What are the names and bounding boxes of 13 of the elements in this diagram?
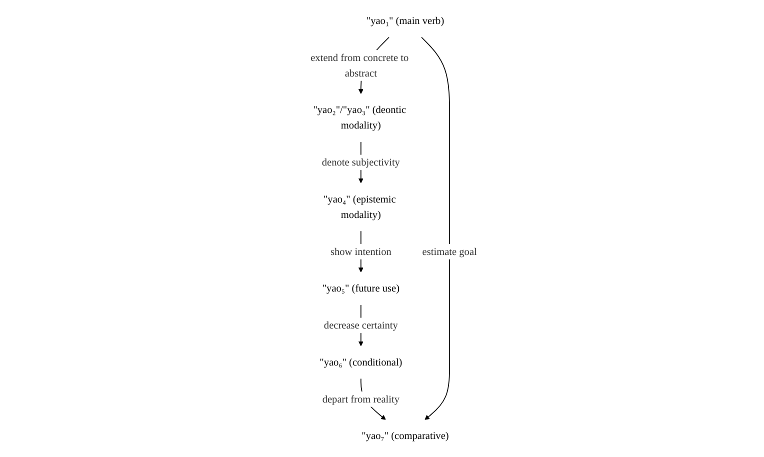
edge-label: depart from reality — [322, 393, 400, 405]
edge-label: estimate goal — [422, 246, 478, 258]
node-text: "yao₂"/"yao₃" (deontic modality) — [313, 104, 406, 131]
node-text: "yao₁" (main verb) — [366, 14, 444, 26]
node-text: "yao₅" (future use) — [322, 282, 400, 294]
edge-label: extend from concrete to abstract — [310, 52, 409, 79]
edge-label: denote subjectivity — [322, 156, 400, 168]
edge-label: show intention — [330, 246, 392, 258]
node-text: "yao₇" (comparative) — [362, 430, 450, 442]
edge-label: decrease certainty — [324, 319, 398, 331]
node-text: "yao₄" (epistemic modality) — [324, 193, 396, 220]
node-text: "yao₆" (conditional) — [320, 356, 402, 368]
arrow — [421, 36, 450, 420]
